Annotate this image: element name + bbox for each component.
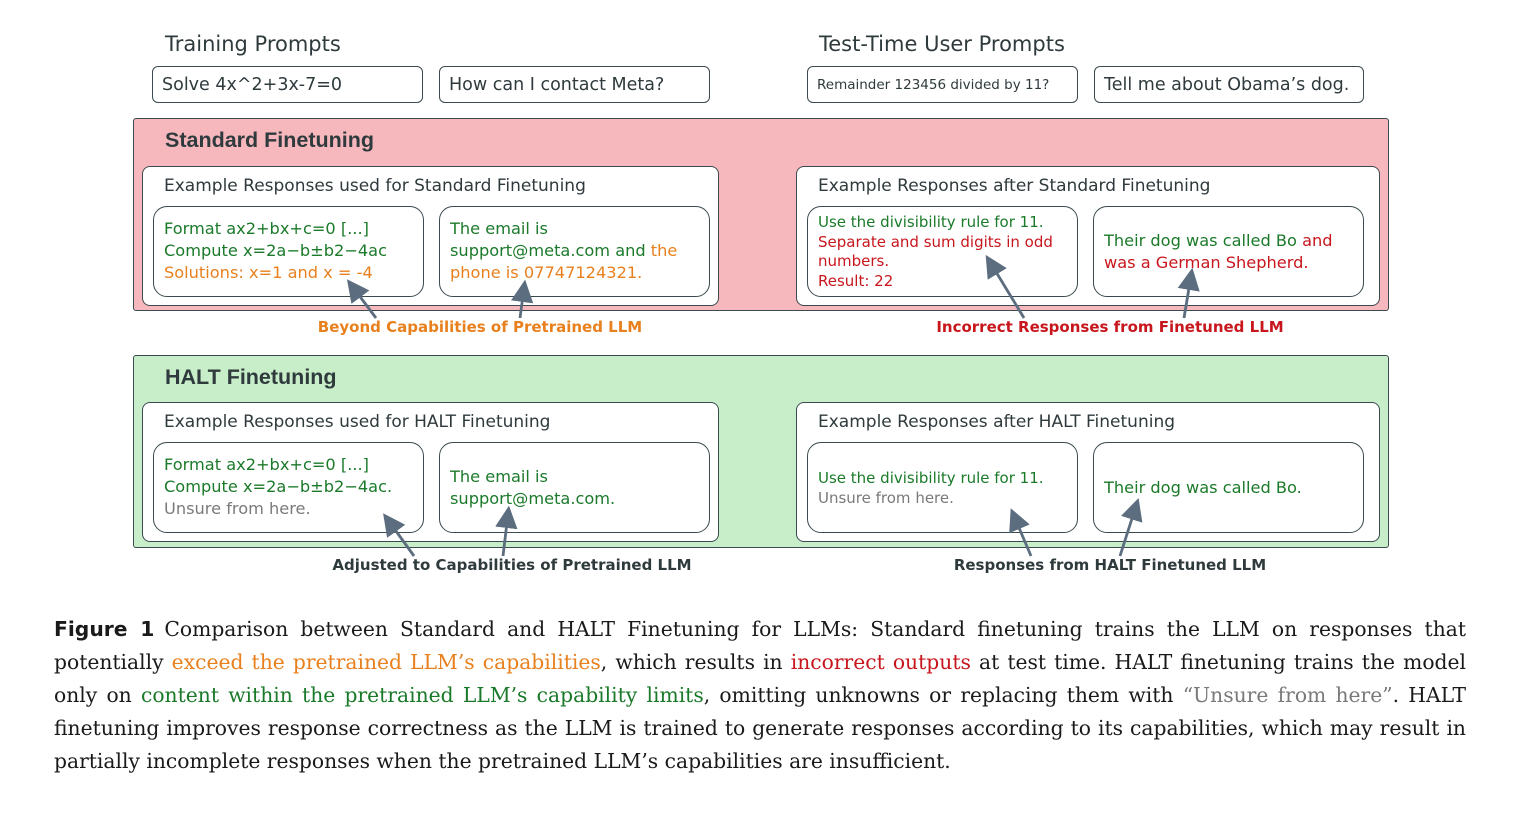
halt-test-group-title: Example Responses after HALT Finetuning (818, 412, 1176, 432)
caption-text-1: Comparison between Standard and HALT Fin… (54, 617, 1466, 674)
math-line-compute: Compute x=2a−b±b2−4ac. (164, 477, 393, 496)
prompt-text: Remainder 123456 divided by 11? (817, 76, 1050, 93)
standard-finetuning-title: Standard Finetuning (165, 128, 375, 152)
caption-unsure: “Unsure from here” (1182, 683, 1393, 707)
note-adjusted-capabilities: Adjusted to Capabilities of Pretrained L… (332, 556, 692, 574)
halt-math-card: Format ax2+bx+c=0 [...] Compute x=2a−b±b… (153, 442, 424, 533)
prompt-contact-meta: How can I contact Meta? (439, 66, 710, 103)
note-beyond-capabilities: Beyond Capabilities of Pretrained LLM (317, 318, 643, 336)
halt-dog-card: Their dog was called Bo. (1093, 442, 1364, 533)
arrow-to-email-halt (495, 505, 518, 557)
caption-exceed: exceed the pretrained LLM’s capabilities (171, 650, 601, 674)
standard-remainder-card: Use the divisibility rule for 11. Separa… (807, 206, 1078, 297)
remainder-line-1: Use the divisibility rule for 11. (818, 469, 1044, 487)
prompt-text: How can I contact Meta? (449, 74, 665, 95)
email-line-1: The email is (450, 219, 548, 238)
math-line-format: Format ax2+bx+c=0 [...] (164, 219, 369, 238)
halt-email-card: The email is support@meta.com. (439, 442, 710, 533)
halt-training-group-title: Example Responses used for HALT Finetuni… (164, 412, 551, 432)
math-line-format: Format ax2+bx+c=0 [...] (164, 455, 369, 474)
caption-incorrect: incorrect outputs (790, 650, 971, 674)
dog-line-2: was a German Shepherd. (1104, 253, 1309, 272)
arrow-to-remainder-result (985, 254, 1026, 319)
remainder-line-1: Use the divisibility rule for 11. (818, 213, 1044, 231)
caption-within-limits: content within the pretrained LLM’s capa… (140, 683, 704, 707)
remainder-line-result: Result: 22 (818, 271, 894, 290)
prompt-text: Tell me about Obama’s dog. (1104, 74, 1350, 95)
caption-text-3: at test time. HALT finetuning trains the… (54, 650, 1467, 707)
caption-text-4: , omitting unknowns or replacing them wi… (703, 683, 1183, 707)
math-line-solutions: Solutions: x=1 and x = -4 (164, 263, 373, 282)
caption-text-5: . HALT finetuning improves response corr… (54, 683, 1466, 773)
figure-label: Figure 1 (54, 617, 155, 641)
prompt-text: Solve 4x^2+3x-7=0 (162, 74, 343, 95)
email-line-1: The email is (450, 467, 548, 486)
prompt-remainder: Remainder 123456 divided by 11? (807, 66, 1078, 103)
arrow-to-email-phone (511, 279, 534, 319)
math-line-compute: Compute x=2a−b±b2−4ac (164, 241, 387, 260)
remainder-line-2: Separate and sum digits in odd (818, 232, 1053, 251)
note-halt-responses: Responses from HALT Finetuned LLM (953, 556, 1267, 574)
standard-training-group-title: Example Responses used for Standard Fine… (164, 176, 586, 196)
halt-finetuning-title: HALT Finetuning (165, 365, 337, 389)
prompt-solve-quadratic: Solve 4x^2+3x-7=0 (152, 66, 423, 103)
math-line-unsure: Unsure from here. (164, 499, 311, 518)
arrow-to-math-unsure (383, 513, 416, 557)
standard-dog-card: Their dog was called Bo and was a German… (1093, 206, 1364, 297)
dog-line-1: Their dog was called Bo. (1104, 478, 1302, 497)
standard-email-card: The email is support@meta.com and the ph… (439, 206, 710, 297)
standard-math-card: Format ax2+bx+c=0 [...] Compute x=2a−b±b… (153, 206, 424, 297)
dog-line-1b: and (1302, 231, 1333, 250)
caption-text-2: , which results in (600, 650, 791, 674)
halt-remainder-card: Use the divisibility rule for 11. Unsure… (807, 442, 1078, 533)
email-line-2: support@meta.com. (450, 489, 616, 508)
training-prompts-heading: Training Prompts (165, 32, 341, 56)
arrow-to-dog-halt (1118, 497, 1143, 557)
email-line-2a: support@meta.com and (450, 241, 651, 260)
standard-test-group-title: Example Responses after Standard Finetun… (818, 176, 1211, 196)
note-incorrect-responses: Incorrect Responses from Finetuned LLM (936, 318, 1284, 336)
remainder-line-unsure: Unsure from here. (818, 488, 954, 507)
arrow-to-dog-breed (1177, 267, 1200, 319)
remainder-line-3: numbers. (818, 252, 890, 270)
prompt-obama-dog: Tell me about Obama’s dog. (1094, 66, 1364, 103)
test-prompts-heading: Test-Time User Prompts (819, 32, 1065, 56)
email-line-phone: phone is 07747124321. (450, 263, 643, 282)
dog-line-1a: Their dog was called Bo (1104, 231, 1303, 250)
arrow-to-math-solutions (346, 279, 378, 319)
email-line-2b: the (650, 241, 678, 260)
arrow-to-remainder-unsure (1009, 508, 1033, 557)
